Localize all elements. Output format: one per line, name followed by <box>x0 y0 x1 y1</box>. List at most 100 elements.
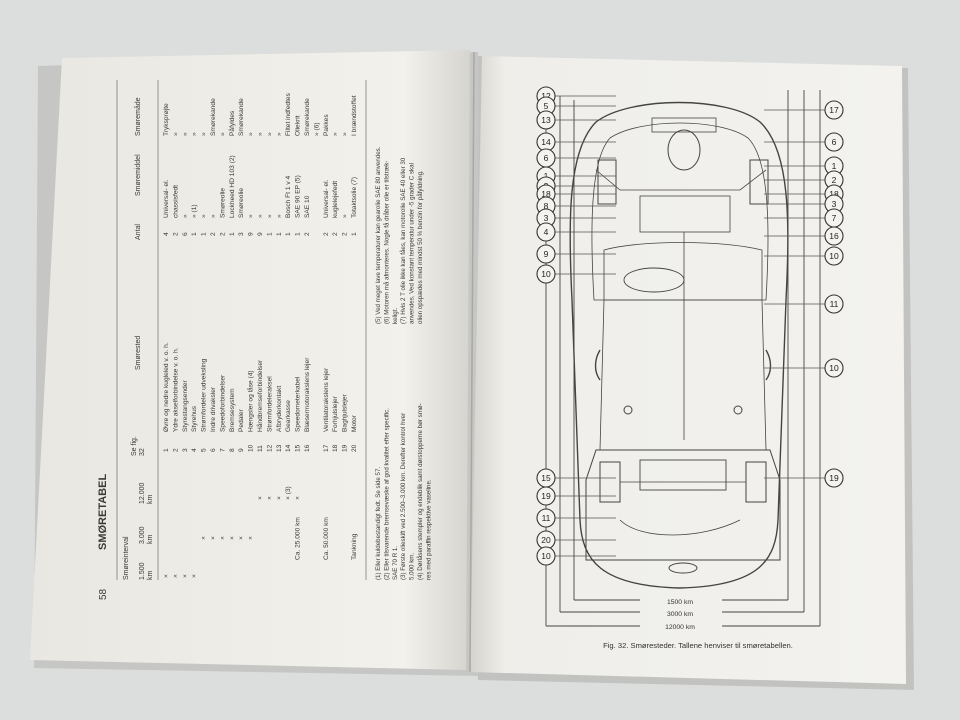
rear-compartment <box>585 449 781 561</box>
callout-marker: 10 <box>536 546 616 566</box>
mark-1500: × <box>163 574 170 578</box>
callout-number: 3 <box>544 213 549 223</box>
method: Oliekrit <box>295 115 302 136</box>
table-header: Smøreinterval 1.500 km 3.000 km 12.000 k… <box>123 97 154 580</box>
callout-marker: 11 <box>764 294 844 314</box>
mark-12000: × <box>266 496 273 500</box>
footnote-line: (7) Hvis 2 T olie ikke kan fåes, kan mot… <box>400 157 407 324</box>
quantity: 9 <box>257 232 264 236</box>
lubrication-point: Motor <box>351 414 358 432</box>
footnote-line: 5.000 km. <box>409 553 416 580</box>
method: I brændstoffet <box>351 95 358 136</box>
quantity: 2 <box>323 232 330 236</box>
lubrication-point: Strømfordeler udveksling <box>201 358 208 432</box>
footnote-line: (6) Motoren må afmonteres. Nogle få dråb… <box>383 161 390 324</box>
callout-marker: 13 <box>536 110 616 130</box>
front-subframe <box>639 195 731 233</box>
header-se-fig-num: 32 <box>139 448 146 456</box>
engine-block <box>667 129 701 171</box>
right-sill <box>761 299 767 451</box>
quantity: 2 <box>210 232 217 236</box>
method: » <box>266 132 273 136</box>
fig-number: 17 <box>323 444 330 452</box>
method: Smørekande <box>210 98 217 136</box>
lubricant: » <box>257 214 264 218</box>
lubricant: » <box>248 214 255 218</box>
lubricant: chassisfedt <box>172 185 179 218</box>
quantity: 1 <box>295 232 302 236</box>
callout-circle <box>824 132 844 152</box>
door-hinge-left <box>594 349 601 381</box>
header-interval: Smøreinterval <box>123 536 130 580</box>
callout-circle <box>536 264 556 284</box>
lubricant: Universal- el. <box>323 179 330 218</box>
lubricant: Smøreolie <box>219 188 226 218</box>
callout-number: 19 <box>541 491 551 501</box>
header-antal: Antal <box>135 224 142 240</box>
front-wheel-left <box>597 159 617 205</box>
mark-3000: × <box>210 536 217 540</box>
fig-number: 4 <box>191 448 198 452</box>
quantity: 1 <box>285 232 292 236</box>
callout-marker: 10 <box>764 246 844 266</box>
right-page <box>470 56 906 684</box>
footnote-line: keligt. <box>392 308 399 324</box>
interval-group-label: Ca. 50.000 km <box>323 517 330 560</box>
left-sill <box>599 299 605 451</box>
callout-marker: 16 <box>764 226 844 246</box>
lubrication-point: Blæsermotorakslens lejer <box>304 357 311 432</box>
fig-number: 6 <box>210 448 217 452</box>
lubrication-point: Strømfordeleraksel <box>266 376 273 432</box>
fig-number: 7 <box>219 448 226 452</box>
callout-number: 11 <box>830 299 839 309</box>
callout-number: 1 <box>544 171 549 181</box>
method: Smørekande <box>304 98 311 136</box>
fig-number: 3 <box>182 448 189 452</box>
fig-number: 2 <box>172 448 179 452</box>
lubrication-point: Gearkasse <box>285 400 292 432</box>
quantity: 9 <box>248 232 255 236</box>
mark-12000: × <box>276 496 283 500</box>
lubricant: » <box>266 214 273 218</box>
footnote-line: res med paraffin respektive vaseline. <box>425 479 432 580</box>
footnote-line: (3) Første olieskift ved 2.500–3.000 km.… <box>400 413 407 580</box>
callout-circle <box>824 358 844 378</box>
dashboard <box>603 242 763 301</box>
fig-number: 13 <box>276 444 283 452</box>
header-smoeremiddel: Smøremiddel <box>135 154 142 196</box>
mark-3000: × <box>201 536 208 540</box>
header-3000: 3.000 <box>139 526 146 544</box>
lubricant: » <box>182 214 189 218</box>
callout-number: 20 <box>541 535 551 545</box>
callout-number: 19 <box>829 473 839 483</box>
callout-circle <box>824 226 844 246</box>
fig-number: 16 <box>304 444 311 452</box>
quantity: 3 <box>238 232 245 236</box>
quantity: 2 <box>342 232 349 236</box>
fig-number: 15 <box>295 444 302 452</box>
callout-marker: 5 <box>536 96 616 116</box>
quantity: 1 <box>276 232 283 236</box>
mark-1500: × <box>182 574 189 578</box>
lubricant: Bosch Ft 1 v 4 <box>285 176 292 218</box>
method: » <box>257 132 264 136</box>
callout-marker: 17 <box>764 100 844 120</box>
footnotes-left: (1) Eller kuldebestandigt fedt. Se side … <box>375 403 432 580</box>
header-12000: 12.000 <box>139 482 146 504</box>
lubricant: » (1) <box>191 204 198 218</box>
quantity: 1 <box>201 232 208 236</box>
lubricant: » <box>201 214 208 218</box>
callout-marker: 4 <box>536 222 616 242</box>
mark-3000: × <box>229 536 236 540</box>
lubrication-point: Hængsler og låse (4) <box>247 370 255 432</box>
footnote-line: SAE 70 R 1. <box>392 546 399 580</box>
footnote-line: (2) Eller tilsvarende bremsevæske af god… <box>383 408 390 580</box>
figure-caption: Fig. 32. Smøresteder. Tallene henviser t… <box>603 641 793 650</box>
callout-number: 14 <box>541 137 551 147</box>
lubricant: Lockheed HD 103 (2) <box>229 155 236 218</box>
lubrication-point: Pedaler <box>238 408 245 432</box>
front-compartment <box>591 122 769 301</box>
left-page <box>30 50 470 670</box>
